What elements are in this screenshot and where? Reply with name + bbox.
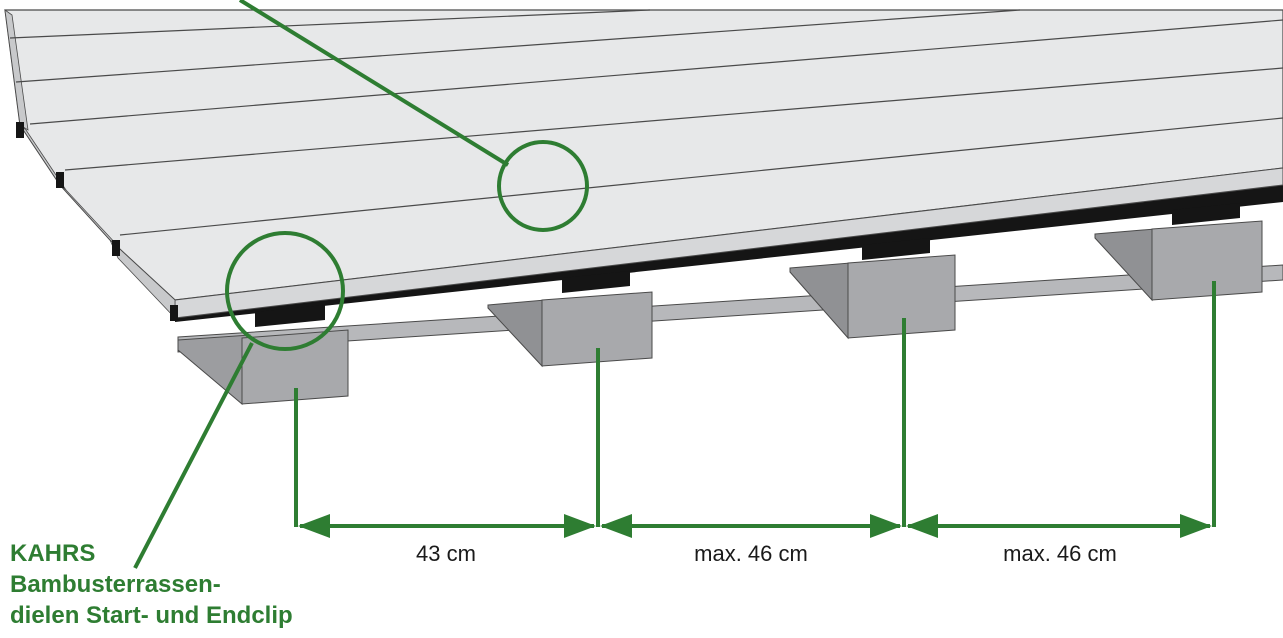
product-name-line-2: dielen Start- und Endclip xyxy=(10,602,293,629)
highlight-circle-clip xyxy=(225,231,345,351)
highlight-circle-top xyxy=(497,140,589,232)
top-callout xyxy=(238,0,589,232)
rubber-strip xyxy=(175,185,1283,327)
product-brand: KAHRS xyxy=(10,540,96,567)
clip-callout xyxy=(133,231,345,569)
support-block-2 xyxy=(487,291,653,368)
dimension-label-3: max. 46 cm xyxy=(1003,541,1117,566)
support-block-4 xyxy=(1094,220,1263,302)
deck-boards xyxy=(4,9,1283,321)
support-block-1 xyxy=(177,329,349,405)
support-block-3 xyxy=(789,254,956,340)
product-name-line-1: Bambusterrassen- xyxy=(10,571,221,598)
product-callout-label: KAHRS Bambusterrassen- dielen Start- und… xyxy=(10,538,293,631)
dimension-label-1: 43 cm xyxy=(416,541,476,566)
dimension-lines xyxy=(294,281,1216,538)
dimension-label-2: max. 46 cm xyxy=(694,541,808,566)
